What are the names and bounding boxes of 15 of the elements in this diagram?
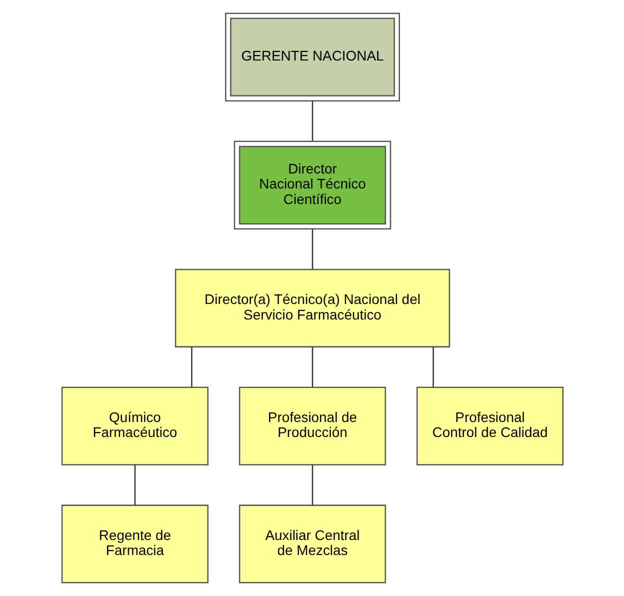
node-box: Profesional Control de Calidad	[416, 386, 564, 466]
node-box: GERENTE NACIONAL	[224, 12, 400, 102]
node-box: Auxiliar Central de Mezclas	[238, 504, 386, 584]
node-box: Regente de Farmacia	[60, 504, 208, 584]
connector	[311, 101, 313, 141]
connector	[311, 465, 313, 506]
node-box: Profesional de Producción	[238, 386, 386, 466]
connector	[432, 347, 434, 388]
connector	[311, 347, 313, 388]
node-box: Director(a) Técnico(a) Nacional del Servicio Farmacéutico	[174, 268, 450, 348]
node-box: Químico Farmacéutico	[60, 386, 208, 466]
connector	[311, 229, 313, 270]
connector	[190, 347, 192, 388]
connector	[134, 465, 136, 506]
node-box: Director Nacional Técnico Científico	[233, 140, 391, 230]
